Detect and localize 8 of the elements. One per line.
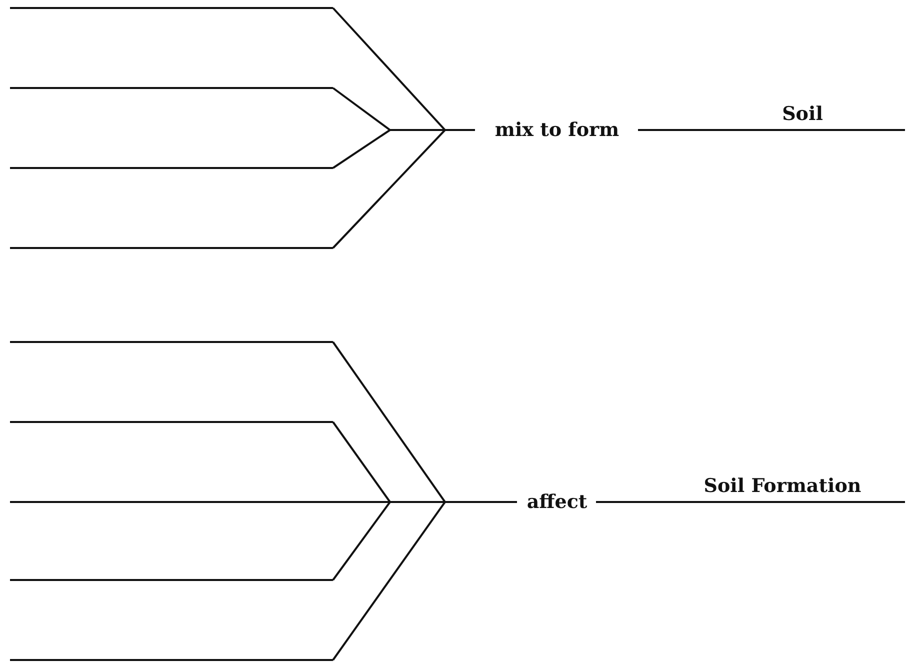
connector-line [638, 129, 700, 131]
connector-line [596, 501, 660, 503]
connector-label: affect [520, 490, 594, 514]
connector-line [332, 501, 517, 661]
heading-on-line: Soil [700, 102, 905, 131]
heading-on-line: Soil Formation [660, 474, 905, 503]
connector-line [332, 129, 475, 249]
connector-label: mix to form [478, 118, 636, 142]
